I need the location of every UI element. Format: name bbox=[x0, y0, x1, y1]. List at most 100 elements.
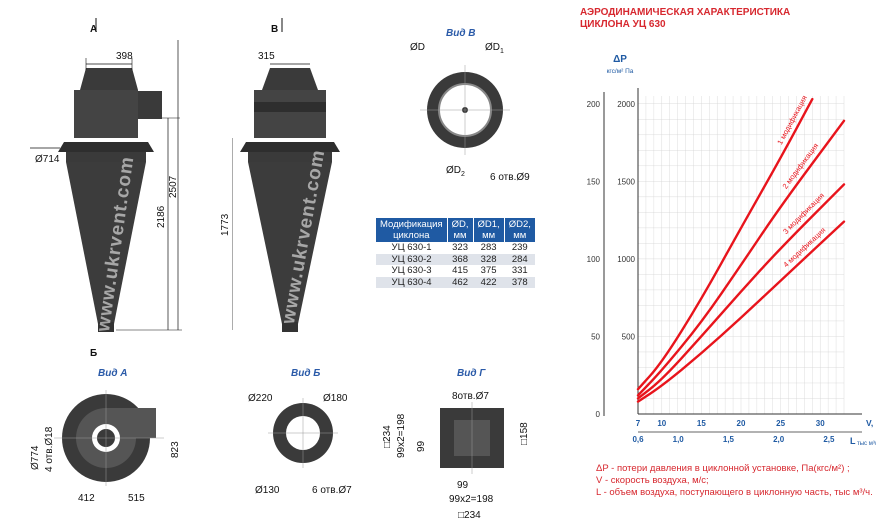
vid-b-d-top-right: Ø180 bbox=[323, 393, 348, 404]
side-height: 1773 bbox=[220, 213, 231, 236]
legend-l: L - объем воздуха, поступающего в циклон… bbox=[596, 487, 873, 498]
vid-v-drawing bbox=[420, 65, 510, 155]
vid-b-d-top-left: Ø220 bbox=[248, 393, 273, 404]
table-cell: 368 bbox=[447, 253, 473, 265]
y-pa-tick-label: 1000 bbox=[617, 255, 635, 264]
vid-v-holes: 6 отв.Ø9 bbox=[490, 172, 530, 183]
marker-b-bottom: Б bbox=[90, 348, 98, 359]
table-cell: 284 bbox=[504, 253, 536, 265]
front-top-cone bbox=[80, 68, 138, 90]
marker-a: А bbox=[90, 24, 98, 35]
table-header-1: ØD,мм bbox=[447, 218, 474, 242]
vid-b-drawing bbox=[268, 398, 338, 468]
chart-legend: ΔP - потери давления в циклонной установ… bbox=[596, 463, 876, 499]
x-v-tick-label: 15 bbox=[697, 419, 706, 428]
chart-title-line2: ЦИКЛОНА УЦ 630 bbox=[580, 19, 666, 30]
y-kgs-tick-label: 150 bbox=[587, 177, 601, 186]
x-l-tick-label: 1,5 bbox=[723, 435, 735, 444]
x-v-tick-label: 20 bbox=[737, 419, 746, 428]
vid-g-side-99: 99 bbox=[416, 440, 427, 452]
front-flange bbox=[58, 142, 154, 152]
vid-g-side-total: □234 bbox=[382, 425, 393, 448]
vid-g-drawing bbox=[440, 402, 504, 474]
vid-b-title: Вид Б bbox=[291, 368, 321, 379]
y-axis-units: кгс/м² Па bbox=[607, 68, 634, 75]
vid-g-right: □158 bbox=[519, 422, 530, 445]
front-view-drawing bbox=[30, 18, 182, 332]
table-cell: 415 bbox=[452, 265, 468, 276]
vid-a-w2: 515 bbox=[128, 493, 145, 504]
vid-g-title: Вид Г bbox=[457, 368, 486, 379]
vid-g-bottom-pitch: 99x2=198 bbox=[449, 494, 494, 505]
vid-g-bottom-total: □234 bbox=[458, 510, 481, 521]
x-l-label: L bbox=[850, 436, 856, 446]
vid-a-height: 823 bbox=[170, 441, 181, 458]
x-v-tick-label: 25 bbox=[776, 419, 785, 428]
series-line-2 bbox=[636, 119, 846, 397]
y-pa-tick-label: 1500 bbox=[617, 177, 635, 186]
x-l-units: тыс м³/ч bbox=[857, 441, 876, 447]
x-l-tick-label: 1,0 bbox=[673, 435, 685, 444]
chart-title-line1: АЭРОДИНАМИЧЕСКАЯ ХАРАКТЕРИСТИКА bbox=[580, 7, 791, 18]
legend-dp: ΔP - потери давления в циклонной установ… bbox=[596, 463, 850, 474]
front-diameter: Ø714 bbox=[35, 154, 60, 165]
vid-a-title: Вид А bbox=[98, 368, 128, 379]
y-pa-tick-label: 2000 bbox=[617, 100, 635, 109]
vid-g-holes: 8отв.Ø7 bbox=[452, 391, 489, 402]
table-cell: 462 bbox=[447, 276, 473, 288]
table-cell: 323 bbox=[452, 242, 468, 253]
table-cell: 331 bbox=[511, 265, 528, 276]
table-cell: УЦ 630-2 bbox=[376, 253, 448, 265]
vid-a-diameter: Ø774 bbox=[30, 445, 41, 470]
x-v-tick-label: 30 bbox=[816, 419, 825, 428]
front-top-width: 398 bbox=[116, 51, 133, 62]
table-cell: 328 bbox=[473, 253, 505, 265]
table-cell: 283 bbox=[480, 242, 497, 253]
table-cell: УЦ 630-1 bbox=[391, 242, 432, 253]
vid-b-holes: 6 отв.Ø7 bbox=[312, 485, 352, 496]
y-kgs-tick-label: 100 bbox=[587, 255, 601, 264]
y-kgs-tick-label: 50 bbox=[591, 332, 600, 341]
table-cell: 239 bbox=[511, 242, 528, 253]
vid-a-drawing bbox=[54, 390, 164, 486]
table-header-2: ØD1,мм bbox=[473, 218, 505, 242]
table-cell: УЦ 630-3 bbox=[391, 265, 432, 276]
front-cylinder bbox=[74, 90, 138, 138]
y-pa-tick-label: 500 bbox=[622, 332, 636, 341]
x-l-tick-label: 2,0 bbox=[773, 435, 785, 444]
vid-a-holes: 4 отв.Ø18 bbox=[44, 426, 55, 472]
marker-v: В bbox=[271, 24, 279, 35]
vid-v-title: Вид В bbox=[446, 28, 476, 39]
legend-v: V - скорость воздуха, м/с; bbox=[596, 475, 709, 486]
vid-v-d: ØD bbox=[410, 42, 425, 53]
vid-g-bottom-99: 99 bbox=[457, 480, 469, 491]
front-cone bbox=[66, 162, 146, 324]
table-cell: 378 bbox=[504, 276, 536, 288]
side-top-width: 315 bbox=[258, 51, 275, 62]
vid-b-d-bottom: Ø130 bbox=[255, 485, 280, 496]
table-cell: УЦ 630-4 bbox=[376, 276, 448, 288]
vid-a-w1: 412 bbox=[78, 493, 95, 504]
table-cell: 422 bbox=[473, 276, 505, 288]
front-height-total: 2507 bbox=[168, 175, 179, 198]
y-kgs-tick-label: 0 bbox=[596, 410, 601, 419]
front-inlet-box bbox=[138, 91, 162, 119]
side-view-drawing bbox=[232, 18, 340, 332]
vid-v-d2: ØD2 bbox=[446, 165, 465, 178]
series-line-4 bbox=[636, 220, 846, 403]
chart-title: АЭРОДИНАМИЧЕСКАЯ ХАРАКТЕРИСТИКА ЦИКЛОНА … bbox=[580, 7, 790, 31]
series-line-1 bbox=[636, 97, 814, 391]
x-l-tick-label: 2,5 bbox=[823, 435, 835, 444]
vid-v-d1: ØD1 bbox=[485, 42, 504, 55]
x-v-tick-label: 7 bbox=[636, 419, 641, 428]
series-line-3 bbox=[636, 183, 846, 400]
front-height-body: 2186 bbox=[156, 205, 167, 228]
